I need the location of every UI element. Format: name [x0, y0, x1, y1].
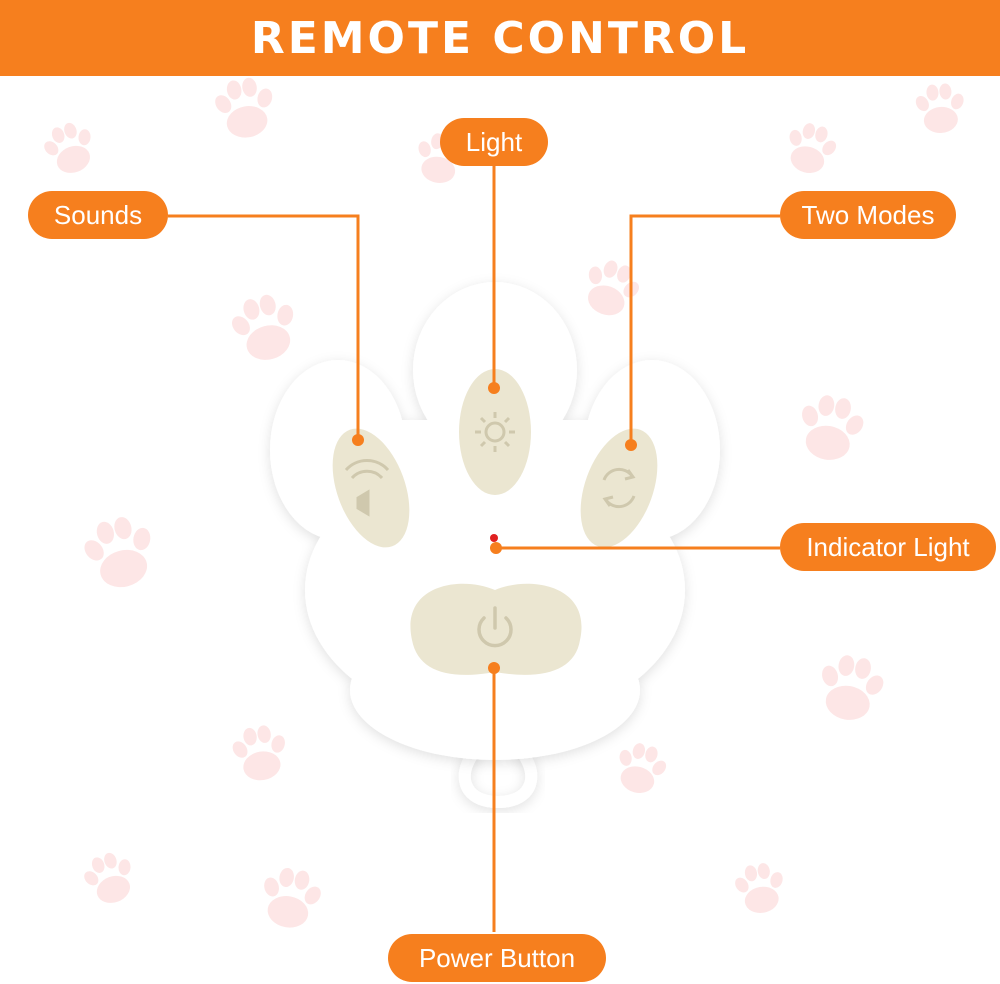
callout-dots [352, 382, 637, 674]
light-button[interactable] [459, 369, 531, 495]
paw-print-icon [730, 859, 791, 918]
paw-print-icon [609, 738, 673, 800]
lanyard-loop [458, 743, 538, 809]
speaker-waves-icon [344, 459, 390, 517]
callout-sounds: Sounds [28, 191, 168, 239]
paw-print-icon [811, 650, 891, 726]
paw-print-icon [254, 863, 328, 933]
callout-power-button: Power Button [388, 934, 606, 982]
paw-print-icon [223, 288, 307, 368]
paw-print-icon [791, 390, 871, 466]
callout-lines [168, 166, 780, 932]
callout-indicator-light: Indicator Light [780, 523, 996, 571]
sun-icon [475, 412, 515, 452]
paw-print-icon [227, 721, 294, 785]
paw-print-icon [36, 116, 104, 181]
sounds-button[interactable] [318, 418, 424, 558]
two-modes-button[interactable] [566, 418, 672, 558]
paw-print-icon [76, 846, 144, 911]
cycle-arrows-icon [602, 467, 636, 509]
power-icon [477, 606, 513, 648]
power-button[interactable] [410, 583, 582, 675]
indicator-light [490, 534, 498, 542]
banner-title: REMOTE CONTROL [250, 12, 750, 64]
paw-print-icon [779, 118, 843, 180]
title-banner: REMOTE CONTROL [0, 0, 1000, 76]
paw-print-icon [912, 81, 969, 136]
paw-print-icon [75, 510, 165, 596]
callout-light: Light [440, 118, 548, 166]
paw-print-icon [209, 73, 282, 143]
paw-print-icon [574, 253, 648, 324]
callout-two-modes: Two Modes [780, 191, 956, 239]
